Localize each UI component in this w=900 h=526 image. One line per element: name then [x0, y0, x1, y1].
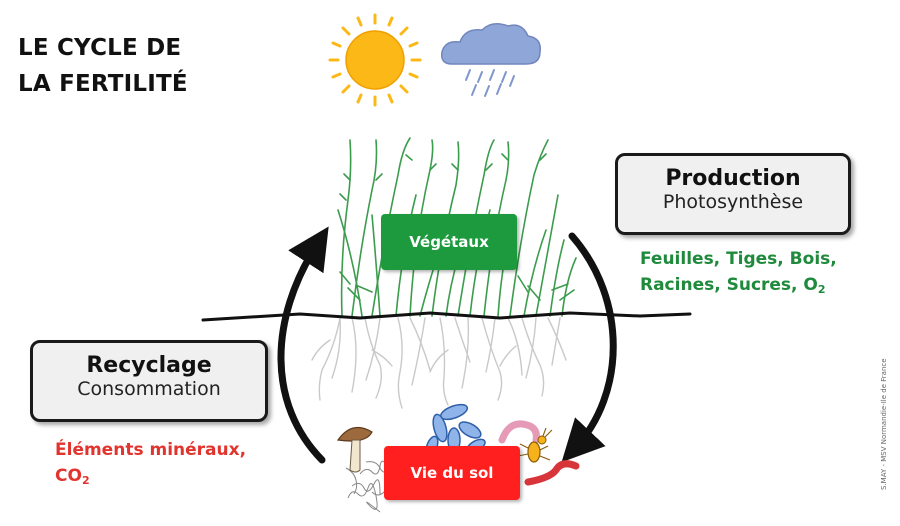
roots-illustration: [311, 317, 567, 409]
production-outputs: Feuilles, Tiges, Bois, Racines, Sucres, …: [640, 246, 837, 303]
recycling-outputs-line-2-text: CO: [55, 466, 82, 486]
recycling-box: Recyclage Consommation: [30, 340, 268, 422]
recycling-heading: Recyclage: [86, 353, 212, 378]
worm-icon: [498, 420, 580, 486]
title-line-1: LE CYCLE DE: [18, 35, 182, 61]
page-title: LE CYCLE DE LA FERTILITÉ: [18, 30, 188, 102]
recycling-subheading: Consommation: [77, 378, 221, 400]
production-subheading: Photosynthèse: [662, 191, 804, 213]
soil-life-badge: Vie du sol: [384, 446, 520, 500]
credit-text: S.MAY - MSV Normandie-Ile de France: [880, 358, 888, 490]
recycling-outputs: Éléments minéraux, CO2: [55, 437, 246, 494]
arrow-plants-to-soil: [561, 232, 617, 463]
recycling-outputs-line-2: CO2: [55, 463, 246, 494]
title-line-2: LA FERTILITÉ: [18, 71, 188, 97]
production-box: Production Photosynthèse: [615, 153, 851, 235]
production-outputs-line-2: Racines, Sucres, O2: [640, 272, 837, 303]
production-outputs-line-2-text: Racines, Sucres, O: [640, 275, 818, 295]
recycling-outputs-line-1: Éléments minéraux,: [55, 440, 247, 460]
plants-badge: Végétaux: [381, 214, 517, 270]
insect-icon: [517, 427, 553, 463]
production-outputs-line-1: Feuilles, Tiges, Bois,: [640, 249, 837, 269]
sun-icon: [328, 13, 422, 107]
oxygen-subscript: 2: [817, 283, 826, 296]
co2-subscript: 2: [81, 474, 90, 487]
mushroom-icon: [336, 426, 373, 473]
arrow-recycling-to-plants: [277, 226, 329, 464]
rain-cloud-icon: [440, 23, 541, 97]
production-heading: Production: [665, 166, 801, 191]
ground-line: [201, 311, 692, 322]
